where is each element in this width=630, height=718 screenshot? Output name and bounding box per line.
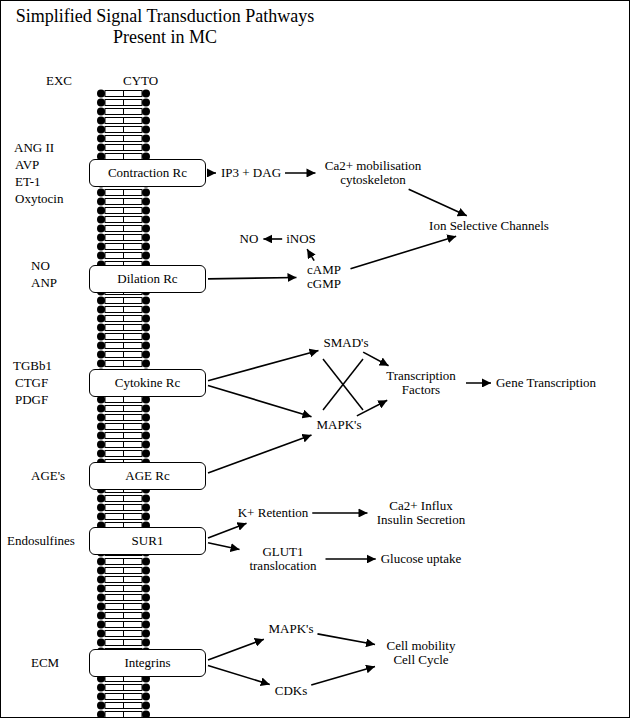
pathway-step: Ca2+ Influx Insulin Secretion xyxy=(371,499,472,528)
ligand-label: Oxytocin xyxy=(15,192,63,206)
node-text: Gene Transcription xyxy=(496,376,596,390)
ligand-label: Endosulfines xyxy=(7,534,75,548)
node-text: AGE Rc xyxy=(125,468,169,484)
arrow-connector xyxy=(466,382,491,384)
arrow-connector xyxy=(312,512,367,514)
node-text: SUR1 xyxy=(132,533,164,549)
ligand-label: CTGF xyxy=(15,376,48,390)
side-label: EXC xyxy=(46,74,72,88)
node-text: K+ Retention xyxy=(238,506,309,520)
arrow-connector xyxy=(208,639,264,660)
receptor-box: Cytokine Rc xyxy=(89,369,206,397)
node-text: SMAD's xyxy=(324,336,369,350)
arrow-connector xyxy=(208,351,319,381)
ligand-label: ANG II xyxy=(14,141,54,155)
pathway-step: SMAD's xyxy=(322,336,371,350)
arrow-connector xyxy=(208,435,312,473)
arrow-connector xyxy=(208,172,216,174)
arrow-connector xyxy=(317,634,375,645)
side-label: CYTO xyxy=(123,74,158,88)
receptor-box: Dilation Rc xyxy=(89,265,206,293)
ligand-label: AVP xyxy=(15,158,39,172)
node-text: Dilation Rc xyxy=(117,271,177,287)
node-text: Transcription Factors xyxy=(380,369,462,398)
node-text: Cell mobility Cell Cycle xyxy=(380,639,462,668)
node-text: Ca2+ Influx Insulin Secretion xyxy=(373,499,470,528)
crosstalk-lines xyxy=(323,359,363,410)
pathway-step: Gene Transcription xyxy=(494,376,598,390)
arrow-connector xyxy=(357,400,387,416)
arrow-connector xyxy=(307,249,314,261)
node-text: Integrins xyxy=(124,655,170,671)
ligand-label: NO xyxy=(31,259,50,273)
arrow-connector xyxy=(326,558,376,560)
node-text: GLUT1 translocation xyxy=(245,545,322,574)
arrow-connector xyxy=(208,277,297,278)
pathway-step: Ca2+ mobilisation cytoskeleton xyxy=(319,159,428,188)
pathway-step: MAPK's xyxy=(267,622,316,636)
node-text: Contraction Rc xyxy=(108,165,187,181)
ligand-label: ANP xyxy=(31,276,57,290)
receptor-box: AGE Rc xyxy=(89,462,206,490)
figure-title: Simplified Signal Transduction Pathways … xyxy=(5,6,325,47)
ligand-label: PDGF xyxy=(15,393,48,407)
arrow-connector xyxy=(351,236,457,269)
arrow-connector xyxy=(263,238,282,240)
ligand-label: ECM xyxy=(31,656,59,670)
node-text: NO xyxy=(240,232,259,246)
arrow-connector xyxy=(208,665,270,684)
arrow-connector xyxy=(208,523,247,538)
receptor-box: SUR1 xyxy=(89,527,206,555)
pathway-step: NO xyxy=(238,232,261,246)
node-text: cAMP cGMP xyxy=(302,263,347,292)
arrow-connector xyxy=(409,189,467,216)
node-text: CDKs xyxy=(275,684,308,698)
pathway-step: Transcription Factors xyxy=(378,369,464,398)
pathway-step: Ion Selective Channels xyxy=(427,219,551,233)
receptor-box: Integrins xyxy=(89,649,206,677)
pathway-step: CDKs xyxy=(273,684,310,698)
pathway-step: GLUT1 translocation xyxy=(243,545,324,574)
pathway-step: IP3 + DAG xyxy=(219,166,283,180)
node-text: IP3 + DAG xyxy=(221,166,281,180)
pathway-step: Cell mobility Cell Cycle xyxy=(378,639,464,668)
pathway-step: K+ Retention xyxy=(236,506,311,520)
receptor-box: Contraction Rc xyxy=(89,159,206,187)
ligand-label: AGE's xyxy=(31,469,65,483)
node-text: Glucose uptake xyxy=(381,552,462,566)
node-text: Ion Selective Channels xyxy=(429,219,549,233)
ligand-label: ET-1 xyxy=(15,175,41,189)
node-text: MAPK's xyxy=(269,622,314,636)
node-text: iNOS xyxy=(286,232,316,246)
pathway-step: Glucose uptake xyxy=(379,552,464,566)
node-text: MAPK's xyxy=(317,418,362,432)
node-text: Cytokine Rc xyxy=(115,375,180,391)
ligand-label: TGBb1 xyxy=(13,359,52,373)
arrow-connector xyxy=(208,385,312,416)
arrow-connector xyxy=(285,172,315,174)
node-text: Ca2+ mobilisation cytoskeleton xyxy=(321,159,426,188)
pathway-step: MAPK's xyxy=(315,418,364,432)
arrow-connector xyxy=(363,352,388,366)
pathway-step: iNOS xyxy=(284,232,318,246)
pathway-step: cAMP cGMP xyxy=(300,263,349,292)
arrow-connector xyxy=(311,666,375,685)
arrow-connector xyxy=(208,543,240,550)
